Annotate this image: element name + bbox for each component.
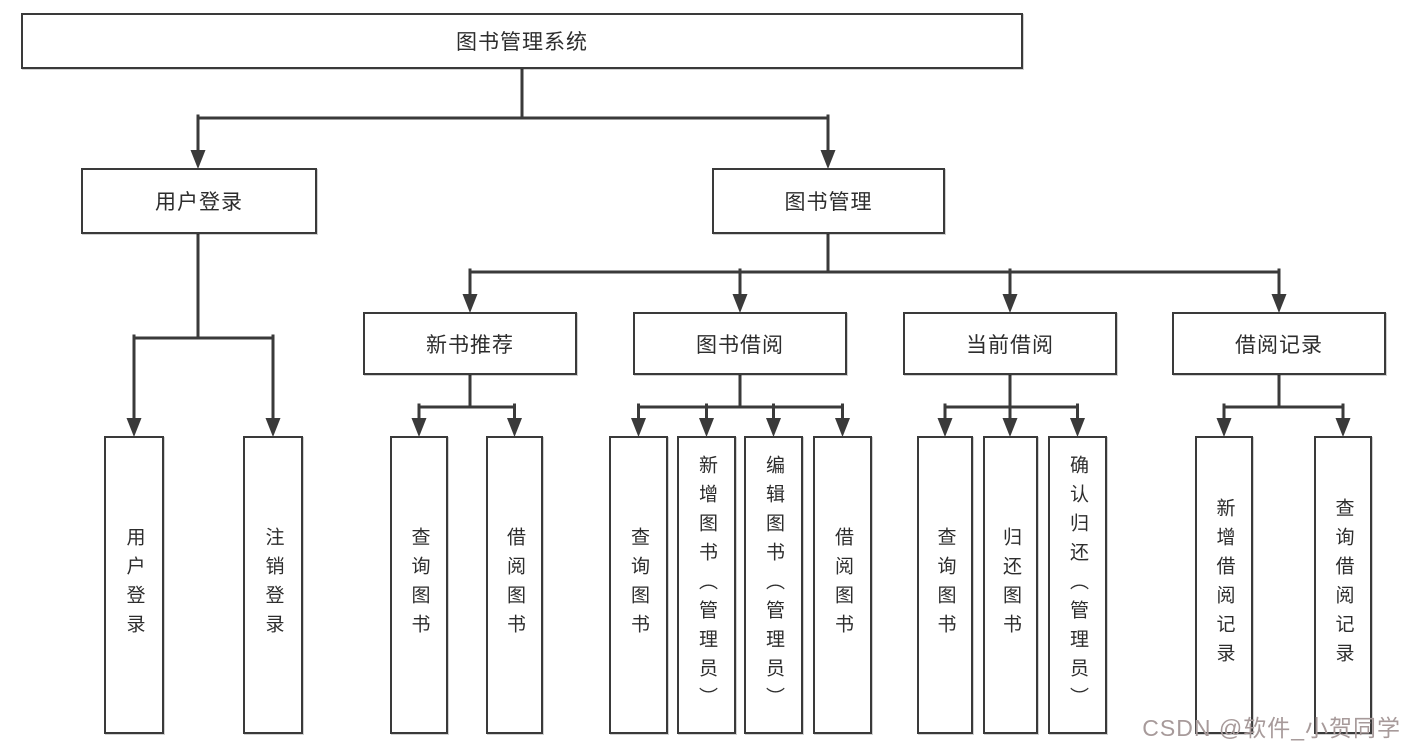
arrowhead-icon: [507, 418, 522, 437]
leaf-label: 注销登录: [262, 527, 284, 643]
leaf-query-borrow-record: 查询借阅记录: [1314, 436, 1372, 734]
leaf-label: 归还图书: [1000, 527, 1021, 643]
arrowhead-icon: [1216, 418, 1232, 437]
node-label: 图书管理: [784, 191, 873, 214]
leaf-user-login: 用户登录: [104, 436, 164, 734]
leaf-borrow-books-recommend: 借阅图书: [486, 436, 543, 734]
leaf-label: 用户登录: [123, 527, 145, 643]
connector-borrow-records-branch: [1222, 371, 1345, 422]
node-current-borrowing: 当前借阅: [903, 312, 1117, 375]
leaf-label: 借阅图书: [504, 527, 525, 643]
leaf-label: 借阅图书: [832, 527, 853, 643]
connector-user-login-branch: [132, 230, 275, 422]
leaf-label: 新增图书（管理员）: [696, 454, 717, 716]
leaf-label: 查询图书: [934, 527, 956, 643]
connector-book-management-branch: [468, 230, 1281, 298]
node-library-system: 图书管理系统: [21, 13, 1023, 69]
leaf-add-borrow-record: 新增借阅记录: [1195, 436, 1253, 734]
leaf-confirm-return-admin: 确认归还（管理员）: [1048, 436, 1107, 734]
arrowhead-icon: [631, 418, 646, 437]
leaf-label: 确认归还（管理员）: [1067, 454, 1088, 716]
arrowhead-icon: [1002, 418, 1018, 437]
leaf-edit-book-admin: 编辑图书（管理员）: [744, 436, 803, 734]
arrowhead-icon: [1002, 294, 1018, 313]
arrowhead-icon: [820, 150, 836, 169]
connector-book-borrow-branch: [637, 371, 844, 422]
connector-new-book-branch: [417, 371, 516, 422]
node-label: 借阅记录: [1235, 333, 1323, 357]
csdn-watermark: CSDN @软件_小贺同学: [1142, 715, 1401, 741]
connector-current-borrow-branch: [943, 371, 1079, 422]
node-borrowing-records: 借阅记录: [1172, 312, 1386, 375]
arrowhead-icon: [1070, 418, 1085, 437]
leaf-borrow-books-borrowing: 借阅图书: [813, 436, 872, 734]
node-book-borrowing: 图书借阅: [633, 312, 847, 375]
arrowhead-icon: [190, 150, 206, 169]
node-book-management: 图书管理: [712, 168, 945, 234]
arrowhead-icon: [462, 294, 478, 313]
node-user-login: 用户登录: [81, 168, 317, 234]
leaf-return-books: 归还图书: [983, 436, 1038, 734]
arrowhead-icon: [937, 418, 953, 437]
arrowhead-icon: [1271, 294, 1287, 313]
leaf-query-books-recommend: 查询图书: [390, 436, 448, 734]
node-label: 图书管理系统: [456, 31, 588, 54]
arrowhead-icon: [835, 418, 850, 437]
node-label: 图书借阅: [696, 333, 784, 357]
node-label: 新书推荐: [426, 333, 514, 357]
arrowhead-icon: [411, 418, 427, 437]
leaf-label: 查询图书: [628, 527, 649, 643]
leaf-query-books-current: 查询图书: [917, 436, 973, 734]
arrowhead-icon: [766, 418, 781, 437]
connector-root-to-level2: [196, 65, 830, 154]
leaf-label: 编辑图书（管理员）: [763, 454, 784, 716]
leaf-query-books-borrowing: 查询图书: [609, 436, 668, 734]
leaf-label: 查询借阅记录: [1332, 498, 1354, 672]
leaf-label: 查询图书: [408, 527, 430, 643]
node-new-book-recommend: 新书推荐: [363, 312, 577, 375]
arrowhead-icon: [265, 418, 281, 437]
arrowhead-icon: [1335, 418, 1351, 437]
node-label: 当前借阅: [966, 333, 1054, 357]
arrowhead-icon: [732, 294, 748, 313]
arrowhead-icon: [699, 418, 714, 437]
node-label: 用户登录: [155, 191, 243, 214]
leaf-logout: 注销登录: [243, 436, 303, 734]
arrowhead-icon: [126, 418, 142, 437]
leaf-label: 新增借阅记录: [1213, 498, 1235, 672]
leaf-add-book-admin: 新增图书（管理员）: [677, 436, 736, 734]
